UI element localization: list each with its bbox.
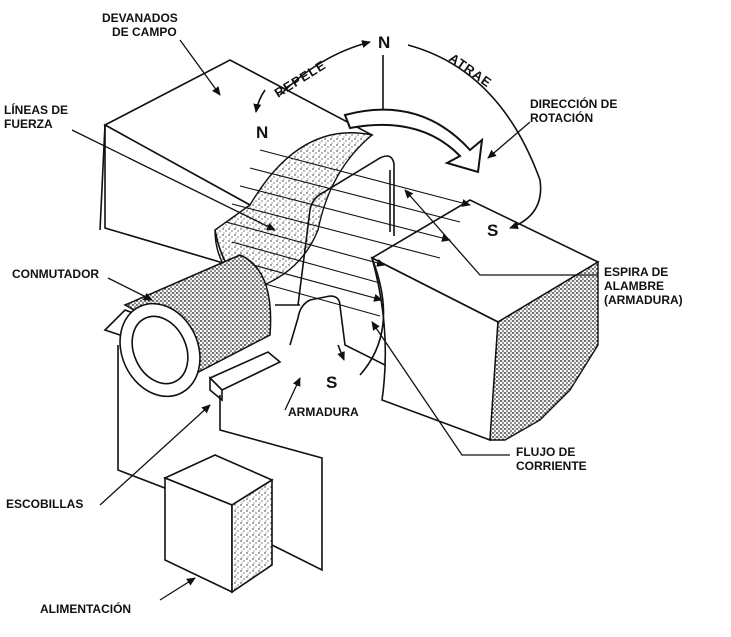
lineas-label-line1: LÍNEAS DE [4, 102, 68, 117]
lineas-label-line2: FUERZA [4, 117, 53, 131]
espira-label-line3: (ARMADURA) [604, 293, 683, 307]
atrae-label: ATRAE [446, 50, 495, 90]
leader-lines [71, 39, 598, 601]
escobillas-label: ESCOBILLAS [6, 497, 83, 511]
pole-s-bottom: S [326, 373, 337, 392]
devanados-label-line1: DEVANADOS [102, 11, 178, 25]
espira-label-line2: ALAMBRE [604, 279, 664, 293]
pole-n-left: N [256, 123, 268, 142]
north-pole-block [99, 59, 374, 301]
flujo-label-line2: CORRIENTE [516, 459, 587, 473]
flujo-label-line1: FLUJO DE [516, 445, 575, 459]
rotation-indicators [253, 40, 542, 229]
armature-arrows [337, 344, 345, 361]
direccion-label-line1: DIRECCIÓN DE [530, 96, 617, 111]
south-pole-block [359, 199, 600, 442]
pole-n-top: N [378, 33, 390, 52]
direccion-label-line2: ROTACIÓN [530, 110, 593, 125]
armature-coil [275, 155, 395, 366]
power-supply [162, 454, 274, 594]
pole-s-right: S [487, 221, 498, 240]
armadura-label: ARMADURA [288, 405, 359, 419]
supply-wires [117, 345, 323, 572]
espira-label-line1: ESPIRA DE [604, 265, 668, 279]
repele-label: REPELE [272, 57, 329, 100]
alimentacion-label: ALIMENTACIÓN [40, 601, 131, 616]
devanados-label-line2: DE CAMPO [112, 25, 177, 39]
commutator [103, 254, 282, 402]
conmutador-label: CONMUTADOR [12, 267, 99, 281]
